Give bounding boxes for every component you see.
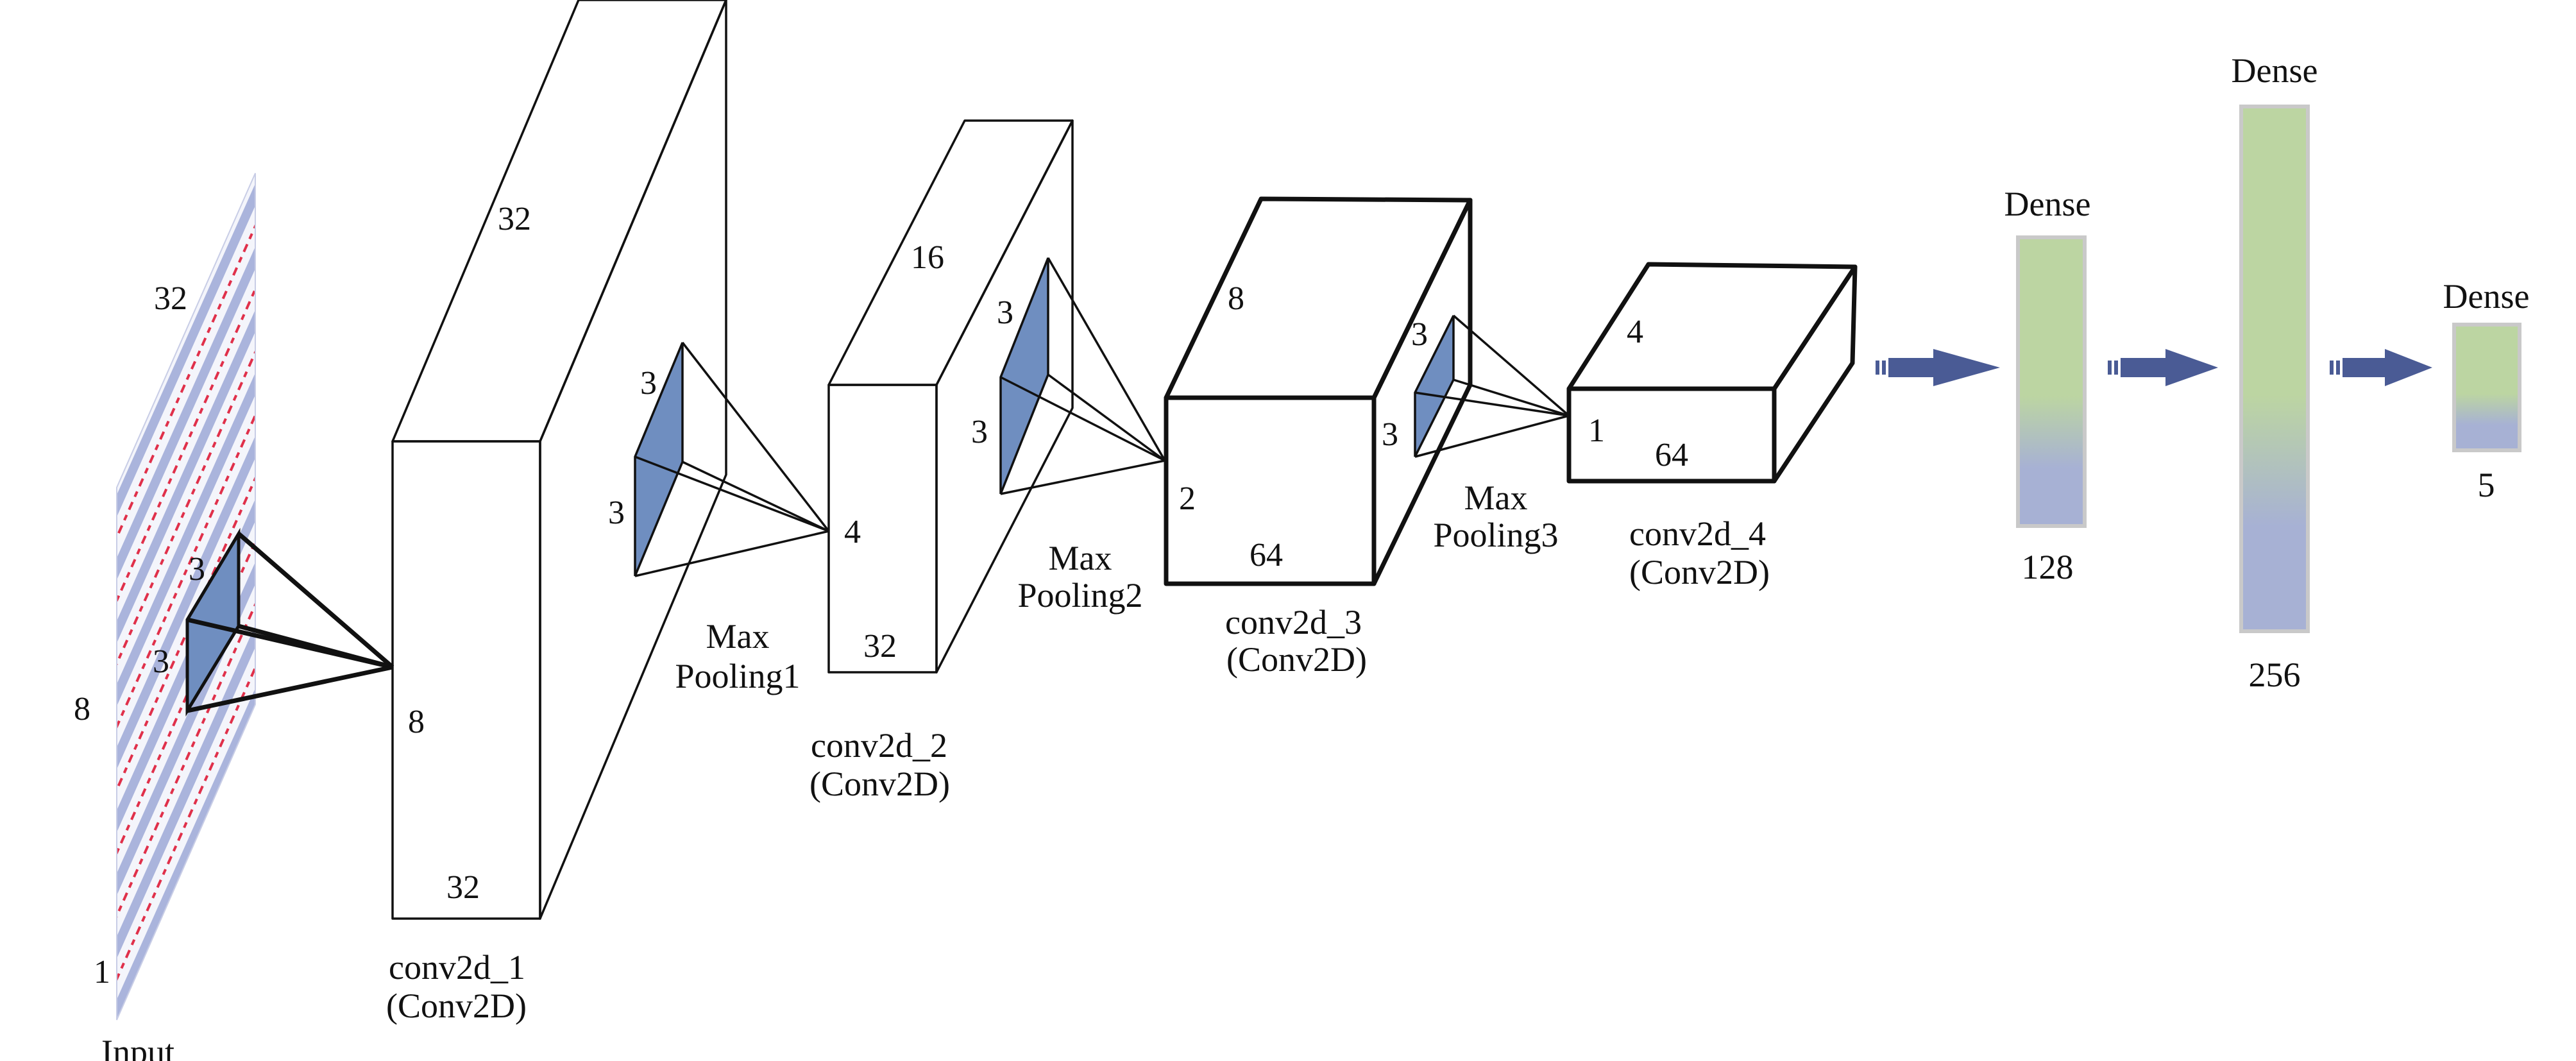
conv2d-1-kernel-label-a: 3 [640, 365, 657, 402]
conv2d-1-width-label: 32 [498, 201, 531, 237]
conv2d-2-block: 16 4 32 3 3 conv2d_2 (Conv2D) [809, 119, 1166, 803]
arrow-to-dense-2 [2108, 349, 2218, 386]
conv2d-2-width-label: 16 [911, 239, 944, 276]
dense-1-units: 128 [2022, 548, 2074, 586]
conv2d-4-depth-label: 64 [1655, 437, 1688, 473]
conv2d-2-height-label: 4 [844, 514, 861, 550]
dense-3-units: 5 [2478, 466, 2495, 504]
max-pooling-1-label: Max Pooling1 [675, 617, 800, 695]
dense-layer-5: Dense 5 [2443, 277, 2530, 504]
input-height-label: 8 [74, 691, 90, 727]
max-pooling-2-line2: Pooling2 [1017, 576, 1142, 615]
dense-1-bar [2016, 235, 2087, 528]
dense-2-units: 256 [2249, 656, 2301, 694]
input-depth-label: 1 [94, 954, 110, 990]
input-label: Input [101, 1033, 174, 1061]
input-kernel-label-a: 3 [189, 551, 205, 588]
conv2d-3-name: conv2d_3 [1225, 603, 1362, 641]
conv2d-4-width-label: 4 [1627, 314, 1643, 350]
arrow-to-dense-1 [1876, 349, 2000, 386]
conv2d-1-name: conv2d_1 [389, 948, 525, 987]
conv2d-3-width-label: 8 [1228, 280, 1244, 317]
conv2d-2-kernel-face [999, 257, 1049, 495]
conv2d-2-name: conv2d_2 [811, 726, 947, 765]
conv2d-2-kernel-label-a: 3 [997, 294, 1013, 331]
input-layer: 32 8 1 3 3 Input [74, 173, 394, 1061]
dense-layer-256: Dense 256 [2232, 51, 2318, 694]
dense-2-label: Dense [2232, 51, 2318, 90]
dense-3-bar [2452, 323, 2521, 452]
conv2d-1-front-face [391, 440, 541, 920]
conv2d-4-top-face [1566, 262, 1858, 391]
max-pooling-1-line1: Max [706, 617, 770, 656]
conv2d-1-height-label: 8 [408, 704, 425, 740]
conv2d-4-block: 4 1 64 conv2d_4 (Conv2D) [1566, 262, 1858, 591]
dense-layer-128: Dense 128 [2004, 185, 2091, 586]
dense-3-label: Dense [2443, 277, 2530, 316]
dense-2-bar [2239, 105, 2310, 633]
conv2d-4-front-face [1566, 386, 1777, 484]
max-pooling-3-line1: Max [1464, 479, 1528, 517]
conv2d-3-kernel-label-a: 3 [1411, 316, 1428, 353]
input-plane [116, 173, 256, 1021]
max-pooling-1-line2: Pooling1 [675, 657, 800, 695]
conv2d-1-kernel-label-b: 3 [608, 495, 625, 531]
conv2d-3-kernel-label-b: 3 [1382, 416, 1398, 453]
conv2d-4-side-face [1772, 264, 1858, 484]
conv2d-2-front-face [827, 384, 938, 674]
input-width-label: 32 [154, 280, 187, 317]
arrow-to-dense-3 [2330, 349, 2432, 386]
conv2d-1-depth-label: 32 [446, 869, 480, 906]
input-kernel-label-b: 3 [153, 643, 169, 680]
conv2d-4-height-label: 1 [1588, 412, 1605, 449]
conv2d-1-type: (Conv2D) [386, 987, 527, 1025]
max-pooling-2-line1: Max [1049, 539, 1112, 577]
conv2d-2-type: (Conv2D) [809, 765, 950, 803]
conv2d-3-block: 8 2 64 3 3 conv2d_3 (Conv2D) [1164, 196, 1570, 679]
max-pooling-2-label: Max Pooling2 [1017, 539, 1142, 615]
conv2d-1-block: 32 8 32 3 3 conv2d_1 (Conv2D) [386, 0, 830, 1025]
conv2d-4-type: (Conv2D) [1629, 553, 1770, 591]
conv2d-2-depth-label: 32 [863, 628, 897, 665]
max-pooling-3-line2: Pooling3 [1433, 516, 1558, 554]
conv2d-3-depth-label: 64 [1250, 537, 1283, 573]
conv2d-3-type: (Conv2D) [1226, 640, 1367, 679]
conv2d-2-kernel-label-b: 3 [971, 414, 988, 450]
dense-1-label: Dense [2004, 185, 2091, 223]
max-pooling-3-label: Max Pooling3 [1433, 479, 1558, 554]
conv2d-3-height-label: 2 [1179, 480, 1196, 517]
conv2d-1-side-face [539, 0, 727, 920]
conv2d-3-front-face [1164, 395, 1377, 586]
conv2d-4-name: conv2d_4 [1629, 514, 1766, 553]
